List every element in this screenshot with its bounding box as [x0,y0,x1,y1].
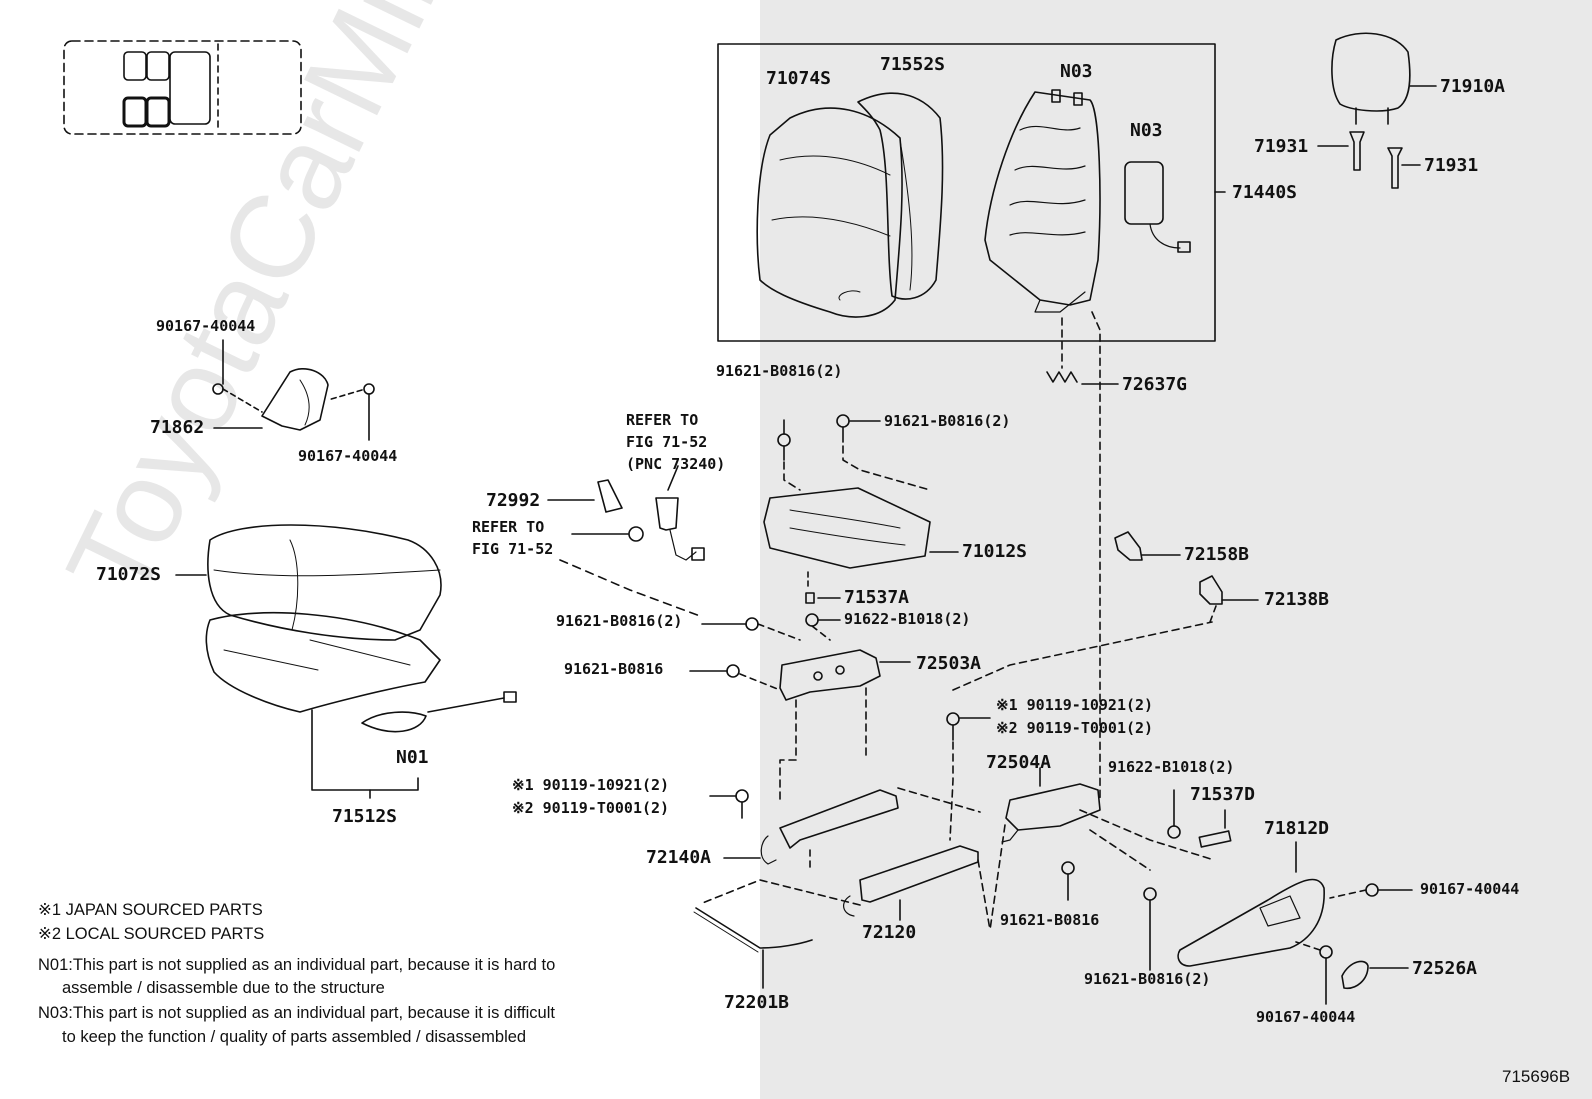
part-label-90119-T0001-right[interactable]: ※2 90119-T0001(2) [996,719,1154,737]
cushion-cover-drawing [207,524,442,641]
part-label-71552S[interactable]: 71552S [880,54,946,75]
refer-label-1-line3: (PNC 73240) [626,455,726,473]
seatbelt-buckle-drawing [655,497,679,531]
seatback-pad-drawing [857,92,944,300]
right-shaded-panel [760,0,1592,1099]
part-label-71910A[interactable]: 71910A [1440,76,1506,97]
part-label-71012S[interactable]: 71012S [962,541,1028,562]
part-label-91621-B0816-left1[interactable]: 91621-B0816 [564,660,664,678]
seat-shield-drawing [1177,878,1325,967]
part-label-71931-left[interactable]: 71931 [1254,136,1309,157]
headrest-guide-left-drawing [1349,131,1365,171]
part-label-72992[interactable]: 72992 [486,490,541,511]
part-label-72201B[interactable]: 72201B [724,992,790,1013]
headrest-guide-right-drawing [1387,147,1403,189]
cushion-wire-drawing [361,711,427,733]
seat-cushion-frame-drawing [763,487,931,569]
note-japan-sourced: ※1 JAPAN SOURCED PARTS [38,901,263,919]
part-label-90167-40044-right[interactable]: 90167-40044 [1420,880,1520,898]
knob-72526A-drawing [1341,960,1369,990]
note-n03-line1: N03:This part is not supplied as an indi… [38,1004,555,1022]
part-label-71537A[interactable]: 71537A [844,587,910,608]
part-label-72138B[interactable]: 72138B [1264,589,1330,610]
recliner-right-drawing [1005,783,1101,831]
part-label-71862[interactable]: 71862 [150,417,205,438]
part-label-91621-B0816-left2[interactable]: 91621-B0816(2) [556,612,683,630]
part-label-71812D[interactable]: 71812D [1264,818,1330,839]
refer-label-1-line1: REFER TO [626,411,699,429]
part-label-72140A[interactable]: 72140A [646,847,712,868]
seat-track-right-drawing [859,845,979,903]
seat-airbag-drawing [1124,161,1164,225]
refer-label-1-line2: FIG 71-52 [626,433,708,451]
part-label-91622-B1018-top[interactable]: 91622-B1018(2) [844,610,971,628]
part-label-71512S[interactable]: 71512S [332,806,398,827]
part-label-N01[interactable]: N01 [396,747,429,768]
part-label-72503A[interactable]: 72503A [916,653,982,674]
part-label-90119-T0001-left[interactable]: ※2 90119-T0001(2) [512,799,670,817]
part-label-72158B[interactable]: 72158B [1184,544,1250,565]
part-label-71074S[interactable]: 71074S [766,68,832,89]
cushion-pad-drawing [205,611,441,713]
note-local-sourced: ※2 LOCAL SOURCED PARTS [38,925,265,943]
refer-label-2-line1: REFER TO [472,518,545,536]
part-label-90119-10921-right[interactable]: ※1 90119-10921(2) [996,696,1154,714]
part-label-71931-right[interactable]: 71931 [1424,155,1479,176]
part-label-N03-frame[interactable]: N03 [1060,61,1093,82]
figure-id: 715696B [1502,1067,1571,1086]
seat-track-left-drawing [779,789,899,849]
part-label-72526A[interactable]: 72526A [1412,958,1478,979]
part-label-90167-40044-bottom[interactable]: 90167-40044 [1256,1008,1356,1026]
part-label-91621-B0816-top-right[interactable]: 91621-B0816(2) [884,412,1011,430]
part-label-91621-B0816-bottom-mid[interactable]: 91621-B0816 [1000,911,1100,929]
headrest-drawing [1331,32,1411,112]
seatback-frame-drawing [984,91,1101,306]
part-label-72504A[interactable]: 72504A [986,752,1052,773]
rod-72201B-drawing [695,907,813,949]
part-label-91622-B1018-right[interactable]: 91622-B1018(2) [1108,758,1235,776]
spacer-71537D-drawing [1198,830,1232,848]
seatback-cover-drawing [756,107,903,318]
part-label-72120[interactable]: 72120 [862,922,917,943]
part-label-N03-airbag[interactable]: N03 [1130,120,1163,141]
part-label-71072S[interactable]: 71072S [96,564,162,585]
seat-location-map [63,40,302,135]
part-label-90119-10921-left[interactable]: ※1 90119-10921(2) [512,776,670,794]
part-label-91621-B0816-bottom-right[interactable]: 91621-B0816(2) [1084,970,1211,988]
part-label-72637G[interactable]: 72637G [1122,374,1188,395]
part-label-90167-40044-top[interactable]: 90167-40044 [156,317,256,335]
clip-72158B-drawing [1114,531,1143,561]
clip-72138B-drawing [1199,575,1223,605]
note-n01-line1: N01:This part is not supplied as an indi… [38,956,556,974]
part-label-71440S[interactable]: 71440S [1232,182,1298,203]
shield-cover-drawing [261,368,329,431]
part-label-71537D[interactable]: 71537D [1190,784,1256,805]
note-n03-line2: to keep the function / quality of parts … [62,1028,527,1046]
part-label-90167-40044-mid[interactable]: 90167-40044 [298,447,398,465]
refer-label-2-line2: FIG 71-52 [472,540,554,558]
spring-drawing [1046,371,1078,383]
recliner-left-drawing [779,649,881,701]
buckle-cover-drawing [597,479,623,513]
note-n01-line2: assemble / disassemble due to the struct… [62,979,385,997]
part-label-91621-B0816-top-left[interactable]: 91621-B0816(2) [716,362,843,380]
